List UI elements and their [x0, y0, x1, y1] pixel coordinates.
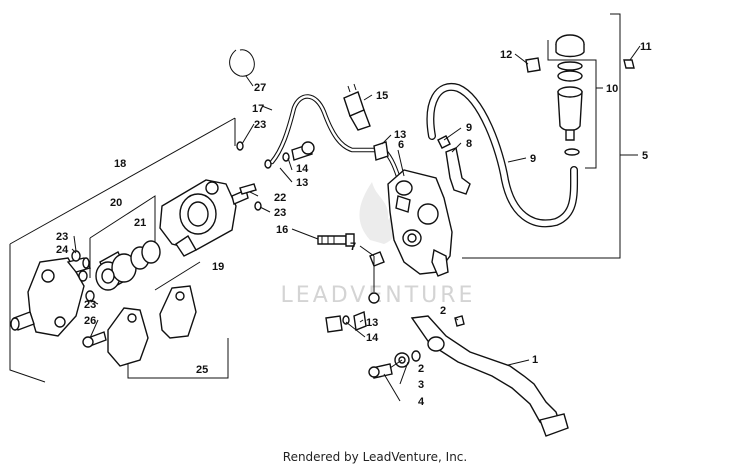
callout-6: 6	[398, 139, 404, 151]
callout-15: 15	[376, 90, 388, 102]
callout-23-bottom: 23	[84, 299, 96, 311]
callout-14-top: 14	[296, 163, 309, 175]
lower-banjo	[325, 256, 380, 333]
callout-4: 4	[418, 396, 425, 408]
nut-11	[623, 59, 635, 69]
leader-lines	[71, 45, 641, 402]
callout-13-mid: 13	[296, 177, 308, 189]
washer-23-mid	[254, 201, 262, 211]
callout-25: 25	[196, 364, 208, 376]
retaining-ring-27	[229, 49, 255, 77]
callout-2-top: 2	[440, 305, 446, 317]
callout-24: 24	[56, 244, 69, 256]
hose-fittings	[373, 141, 389, 161]
bleeder-22	[239, 183, 257, 195]
bracket-19	[154, 261, 201, 291]
pad-25-b	[159, 285, 197, 339]
piston-set	[95, 240, 161, 291]
callout-27: 27	[254, 82, 266, 94]
callout-16: 16	[276, 224, 288, 236]
reservoir-hose-9	[426, 82, 579, 228]
master-cylinder	[387, 169, 453, 277]
seal-23-a	[78, 270, 88, 282]
bracket-5	[462, 13, 621, 259]
callout-10: 10	[606, 83, 618, 95]
caliper-mount-bracket	[10, 257, 92, 337]
callout-9-hose: 9	[530, 153, 536, 165]
callout-13-top: 13	[394, 129, 406, 141]
elbow-fitting-8	[445, 147, 471, 195]
callout-17: 17	[252, 103, 264, 115]
caliper-banjo-fittings	[236, 141, 315, 211]
callout-23-left: 23	[56, 231, 68, 243]
callout-5: 5	[642, 150, 648, 162]
callout-12: 12	[500, 49, 512, 61]
assembly-brackets	[9, 13, 638, 383]
bracket-10	[547, 40, 597, 169]
bracket-20	[89, 195, 156, 242]
brake-pads	[107, 285, 197, 367]
washer-23-top	[236, 141, 244, 151]
caliper-body	[159, 179, 249, 257]
reservoir-body	[557, 91, 583, 132]
screw-12	[525, 57, 541, 73]
callout-1: 1	[532, 354, 538, 366]
brake-pedal	[368, 315, 569, 437]
pad-25-a	[107, 307, 149, 367]
callout-2-bottom: 2	[418, 363, 424, 375]
watermark-flame-icon	[359, 182, 402, 244]
callout-23-mid: 23	[274, 207, 286, 219]
callout-20: 20	[110, 197, 122, 209]
callout-14-bottom: 14	[366, 332, 379, 344]
callout-22: 22	[274, 192, 286, 204]
bracket-18	[9, 244, 46, 383]
callout-7: 7	[350, 241, 356, 253]
callout-11: 11	[640, 41, 652, 53]
callout-labels: 1 2 2 3 4 5 6 7 8 9 9 10 11 12 13 13 13 …	[56, 41, 652, 408]
callout-26: 26	[84, 315, 96, 327]
watermark: LEADVENTURE	[281, 182, 472, 308]
callout-3: 3	[418, 379, 424, 391]
callout-9-top: 9	[466, 122, 472, 134]
bracket-25	[127, 338, 229, 379]
callout-8: 8	[466, 138, 472, 150]
seal-23-b	[85, 290, 95, 302]
washer-2	[411, 350, 421, 362]
brake-switch-15	[343, 83, 371, 131]
callout-21: 21	[134, 217, 146, 229]
clamp-9	[437, 135, 451, 149]
footer-credit: Rendered by LeadVenture, Inc.	[282, 450, 468, 464]
callout-19: 19	[212, 261, 224, 273]
callout-18: 18	[114, 158, 126, 170]
reservoir-assembly	[525, 34, 635, 156]
callout-23-top: 23	[254, 119, 266, 131]
cotter-pin-2	[454, 315, 465, 327]
bolt-16	[317, 233, 355, 247]
piston-seal-21-b	[141, 240, 161, 264]
callout-13-bottom: 13	[366, 317, 378, 329]
